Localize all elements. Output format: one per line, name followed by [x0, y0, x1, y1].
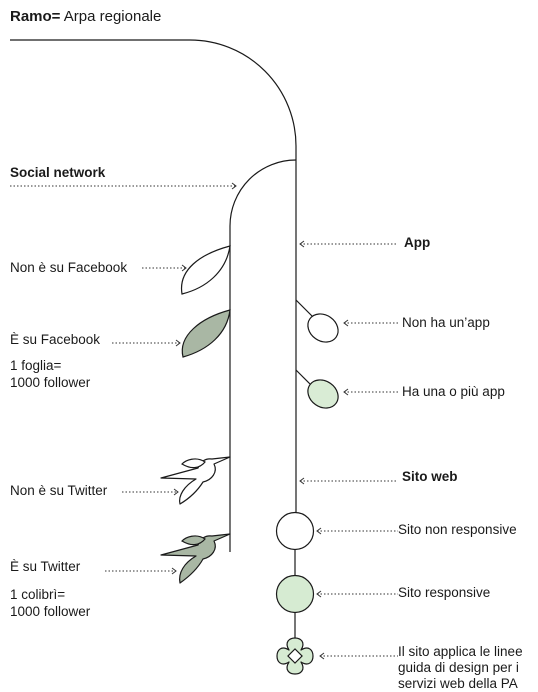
label-foglia-2: 1000 follower [10, 375, 91, 390]
social-branch [229, 159, 297, 552]
diagram-title: Ramo= Arpa regionale [10, 8, 161, 25]
label-no-app: Non ha un’app [402, 315, 490, 330]
leaf-filled-icon [181, 309, 231, 358]
title-bold: Ramo= [10, 8, 61, 25]
label-linee-guida-1: Il sito applica le linee [398, 644, 523, 659]
flower-icon [276, 637, 314, 675]
app-outline-icon [307, 313, 339, 343]
app-twig-2 [295, 369, 313, 387]
hummingbird-outline-icon [160, 456, 231, 505]
app-filled-icon [307, 379, 339, 409]
circle-outline-icon [275, 511, 315, 551]
leader-lines [10, 185, 398, 657]
label-linee-guida-3: servizi web della PA [398, 676, 518, 691]
app-twig-1 [295, 299, 313, 317]
leaf-outline-icon [180, 245, 231, 295]
label-si-twitter: È su Twitter [10, 559, 81, 574]
label-sito-resp: Sito responsive [398, 585, 491, 600]
label-linee-guida-2: guida di design per i [398, 660, 519, 675]
main-branch [10, 39, 297, 512]
label-app: App [404, 235, 431, 250]
label-has-app: Ha una o più app [402, 384, 505, 399]
hummingbird-filled-icon [160, 533, 231, 584]
label-colibri-2: 1000 follower [10, 604, 91, 619]
label-si-facebook: È su Facebook [10, 332, 101, 347]
label-non-twitter: Non è su Twitter [10, 483, 108, 498]
circle-filled-icon [275, 574, 315, 614]
label-sito-non-resp: Sito non responsive [398, 522, 517, 537]
title-rest: Arpa regionale [60, 8, 162, 25]
label-social-network: Social network [10, 165, 106, 180]
arrow-heads [171, 182, 349, 660]
label-colibri-1: 1 colibrì= [10, 587, 66, 602]
label-sito-web: Sito web [402, 469, 458, 484]
label-non-facebook: Non è su Facebook [10, 260, 128, 275]
label-foglia-1: 1 foglia= [10, 358, 62, 373]
